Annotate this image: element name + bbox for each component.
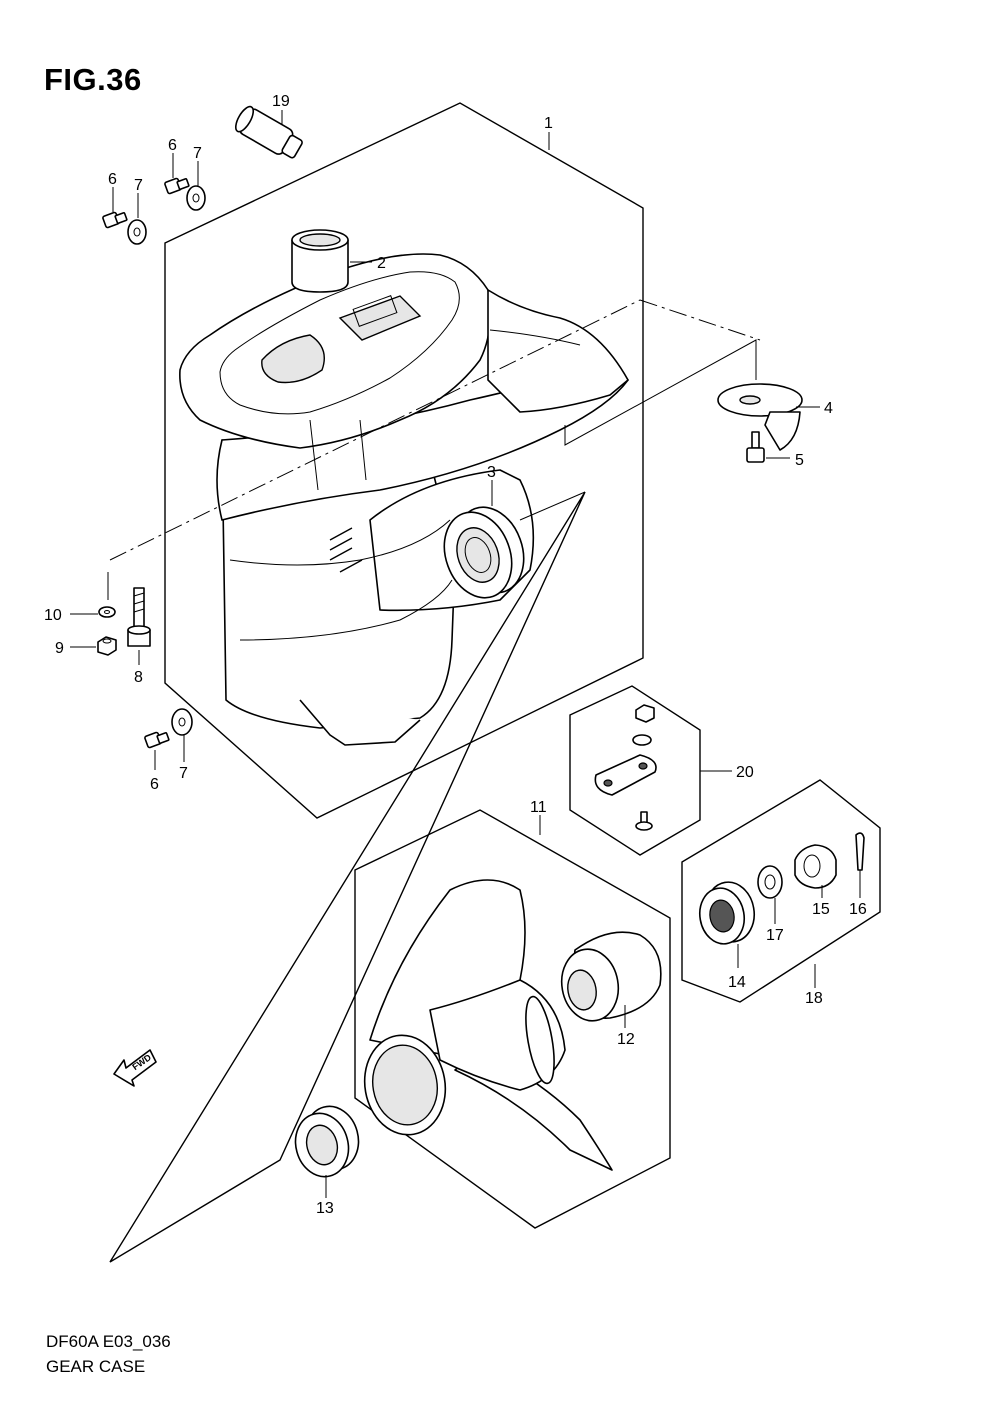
callout-10: 10	[44, 607, 62, 624]
callout-11: 11	[530, 799, 547, 816]
washer-part-17	[757, 865, 783, 899]
callout-16: 16	[849, 901, 867, 918]
callout-1: 1	[544, 115, 553, 132]
trim-tab-anode-part	[717, 383, 803, 451]
nut-part	[97, 636, 117, 656]
callout-6b: 6	[108, 171, 117, 188]
callout-17: 17	[766, 927, 784, 944]
washer-part-c	[171, 708, 193, 736]
callout-3: 3	[487, 464, 496, 481]
anode-bolt-part	[746, 431, 765, 463]
small-washer-part	[98, 606, 116, 618]
anode-kit-group-frame	[569, 685, 701, 856]
propeller-hardware-group-frame	[681, 779, 881, 1003]
cotter-pin-part	[855, 832, 865, 871]
leader-lines	[70, 110, 861, 1198]
callout-14: 14	[728, 974, 746, 991]
callout-4: 4	[824, 400, 833, 417]
callout-9: 9	[55, 640, 64, 657]
bushing-part	[291, 229, 349, 293]
bolt-part-a	[102, 211, 128, 229]
callout-2: 2	[377, 255, 386, 272]
bolt-part-c	[144, 731, 170, 749]
callout-7a: 7	[193, 145, 202, 162]
gear-case-group-frame	[164, 102, 644, 819]
long-bolt-part	[127, 587, 151, 647]
propeller-group-guide	[109, 491, 586, 1263]
propeller-part	[363, 879, 613, 1171]
callout-7b: 7	[134, 177, 143, 194]
forward-direction-arrow: FWD	[113, 1049, 157, 1087]
thrust-washer-part	[294, 1105, 360, 1178]
callout-6c: 6	[150, 776, 159, 793]
figure-title: FIG.36	[44, 62, 142, 97]
gear-case-housing	[179, 253, 629, 746]
washer-part-a	[127, 219, 147, 245]
spline-washer-part	[698, 881, 756, 945]
diagram-code: DF60A E03_036	[46, 1332, 171, 1351]
callout-7c: 7	[179, 765, 188, 782]
anode-kit-screw	[635, 811, 653, 831]
propeller-group-frame	[354, 809, 671, 1229]
callout-6a: 6	[168, 137, 177, 154]
bolt-part-b	[164, 177, 190, 195]
callout-5: 5	[795, 452, 804, 469]
diagram-name: GEAR CASE	[46, 1357, 146, 1376]
washer-part-b	[186, 185, 206, 211]
callout-15: 15	[812, 901, 830, 918]
anode-kit-washer	[632, 734, 652, 746]
spacer-part	[560, 931, 662, 1022]
castle-nut-part	[794, 844, 837, 889]
callout-19: 19	[272, 93, 290, 110]
plug-part	[235, 105, 303, 159]
callout-12: 12	[617, 1031, 635, 1048]
water-intake-grille	[329, 527, 363, 573]
anode-kit-plate	[594, 754, 657, 796]
callout-13: 13	[316, 1200, 334, 1217]
assembly-center-lines	[107, 299, 761, 600]
callout-labels: 1 2 3 4 5 6 6 6 7 7 7 8 9 10 11 12 13 14…	[44, 93, 867, 1217]
callout-8: 8	[134, 669, 143, 686]
anode-kit-nut	[635, 704, 655, 723]
callout-20: 20	[736, 764, 754, 781]
oil-seal-part	[443, 506, 525, 599]
callout-18: 18	[805, 990, 823, 1007]
